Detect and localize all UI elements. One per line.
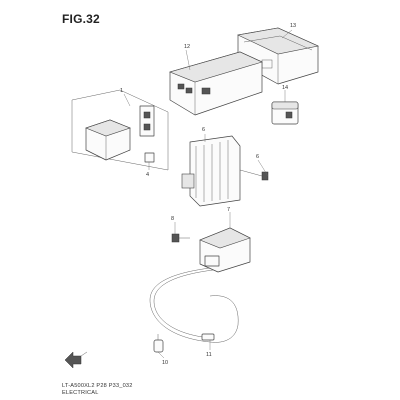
figure-title: FIG.32 [62, 12, 100, 26]
callout-1: 1 [120, 88, 123, 94]
arrow-icon [64, 351, 88, 369]
callout-4: 4 [146, 172, 149, 178]
part-14-connector [271, 90, 299, 125]
section-name: ELECTRICAL [62, 390, 99, 396]
callout-14: 14 [282, 85, 288, 91]
part-8-bolt [171, 222, 190, 243]
callout-11: 11 [206, 352, 212, 358]
callout-6-regulator: 6 [202, 127, 205, 133]
part-1-assembly [71, 89, 169, 171]
drawing-code: LT-A500XL2 P28 P33_032 [62, 383, 133, 389]
part-7-fitting [144, 152, 155, 170]
callout-13: 13 [290, 23, 296, 29]
callout-10: 10 [162, 360, 168, 366]
part-ignition-coil [149, 212, 251, 359]
callout-6-bolt: 6 [256, 154, 259, 160]
callout-12: 12 [184, 44, 190, 50]
callout-7: 7 [227, 207, 230, 213]
part-12-ecm [169, 49, 263, 116]
callout-8: 8 [171, 216, 174, 222]
part-6-regulator [181, 134, 269, 207]
